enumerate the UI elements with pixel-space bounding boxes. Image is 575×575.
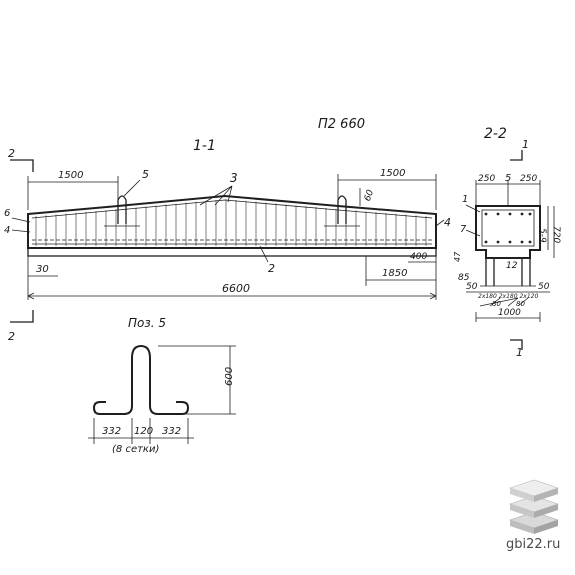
svg-text:332: 332 xyxy=(102,426,121,437)
cut-label-right-top: 1 xyxy=(522,138,529,151)
svg-text:250: 250 xyxy=(520,174,537,184)
svg-text:1500: 1500 xyxy=(380,168,405,179)
dim-total: 6600 xyxy=(27,256,437,300)
svg-text:30: 30 xyxy=(36,264,49,275)
callout-4-right: 4 xyxy=(435,216,451,229)
cross-section: 1 1 250 250 5 5-9 720 1 7 47 85 12 50 2x… xyxy=(453,138,561,359)
rebar-dot xyxy=(508,212,512,216)
svg-text:6: 6 xyxy=(4,208,10,219)
rebar-dot xyxy=(528,212,532,216)
svg-text:12: 12 xyxy=(506,261,518,271)
stacked-slabs-icon xyxy=(509,479,559,534)
svg-text:4: 4 xyxy=(4,225,10,236)
svg-text:47: 47 xyxy=(453,251,462,262)
svg-text:5: 5 xyxy=(505,173,511,184)
rebar-dot xyxy=(508,240,512,244)
dim-bottom-left: 30 xyxy=(27,256,58,300)
beam-elevation xyxy=(27,194,437,257)
svg-text:5-9: 5-9 xyxy=(537,228,547,243)
svg-text:60: 60 xyxy=(363,188,376,202)
cut-label-right-bottom: 1 xyxy=(516,346,523,359)
dim-right-top: 1500 xyxy=(337,168,437,210)
svg-text:2x180 2x180 2x120: 2x180 2x180 2x120 xyxy=(478,293,538,300)
svg-text:720: 720 xyxy=(551,226,561,243)
callout-5-main: 5 xyxy=(123,168,149,197)
svg-text:80: 80 xyxy=(516,300,525,308)
svg-text:50: 50 xyxy=(538,282,550,292)
svg-text:2: 2 xyxy=(268,262,275,275)
svg-text:1850: 1850 xyxy=(382,268,407,279)
rebar-dot xyxy=(484,240,488,244)
section-1-label: 1-1 xyxy=(193,138,216,154)
svg-text:7: 7 xyxy=(460,224,467,235)
detail-title: Поз. 5 xyxy=(128,316,166,330)
svg-text:1000: 1000 xyxy=(498,308,521,318)
rebar-dot xyxy=(496,240,500,244)
lifting-loop-right xyxy=(324,195,360,227)
callout-4-left: 4 xyxy=(4,225,31,236)
svg-text:400: 400 xyxy=(410,252,427,262)
dim-small-top: 60 xyxy=(359,188,376,206)
callout-2-main: 2 xyxy=(259,245,275,275)
svg-text:1500: 1500 xyxy=(58,170,83,181)
svg-text:6600: 6600 xyxy=(222,282,250,295)
section-2-label: 2-2 xyxy=(484,126,507,142)
svg-text:120: 120 xyxy=(134,426,153,437)
cut-label-left-top: 2 xyxy=(8,147,15,160)
dim-right-end: 400 xyxy=(408,252,436,263)
detail-pos-5: Поз. 5 600 332 120 332 (8 сетки) xyxy=(88,316,236,455)
svg-text:332: 332 xyxy=(162,426,181,437)
svg-text:250: 250 xyxy=(478,174,495,184)
callout-3: 3 xyxy=(199,171,238,206)
svg-text:3: 3 xyxy=(230,171,238,185)
svg-text:50: 50 xyxy=(466,282,478,292)
dim-right-inner: 1850 xyxy=(365,256,436,286)
svg-text:1: 1 xyxy=(462,194,468,205)
svg-text:80: 80 xyxy=(492,300,501,308)
svg-text:4: 4 xyxy=(444,216,451,229)
dim-left-top: 1500 xyxy=(27,170,119,210)
svg-text:5: 5 xyxy=(142,168,149,181)
detail-note: (8 сетки) xyxy=(112,444,159,455)
rebar-dot xyxy=(496,212,500,216)
stirrup-lines xyxy=(35,199,427,246)
cut-label-left-bottom: 2 xyxy=(8,330,15,343)
cut-mark-left: 2 2 xyxy=(8,147,34,343)
watermark-text: gbi22.ru xyxy=(506,537,561,552)
rebar-dot xyxy=(520,240,524,244)
drawing-title: П2 660 xyxy=(318,117,365,132)
rebar-dot xyxy=(484,212,488,216)
rebar-dot xyxy=(528,240,532,244)
callout-6: 6 xyxy=(4,208,31,223)
svg-text:85: 85 xyxy=(458,273,470,283)
rebar-dot xyxy=(520,212,524,216)
svg-text:600: 600 xyxy=(224,367,235,386)
